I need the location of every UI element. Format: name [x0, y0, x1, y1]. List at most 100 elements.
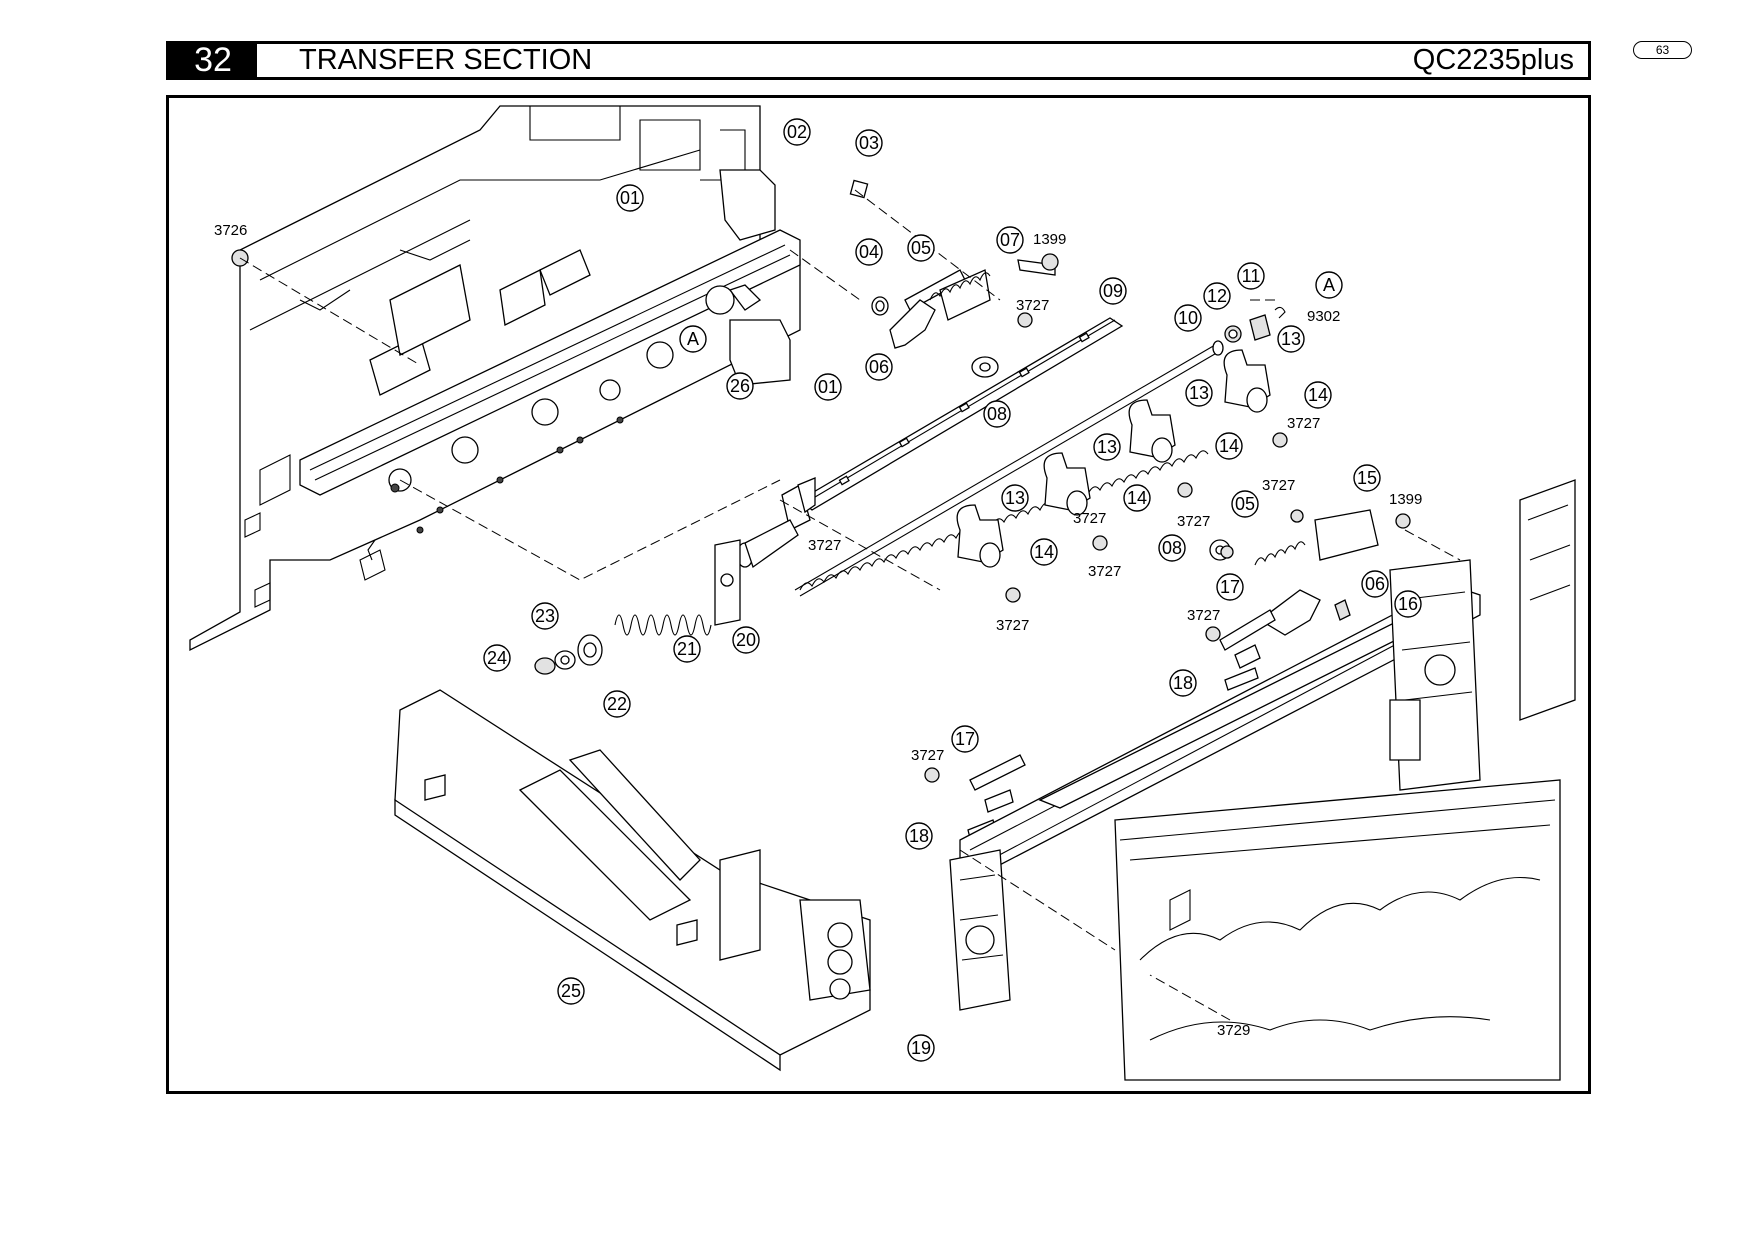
right-small-parts	[924, 509, 1411, 843]
callout-14-a	[1304, 381, 1332, 409]
callout-19-text: 19	[911, 1038, 931, 1058]
callout-14-d-text: 14	[1034, 542, 1054, 562]
callout-04	[855, 238, 883, 266]
callout-19	[907, 1034, 935, 1062]
callout-07	[996, 226, 1024, 254]
callout-a-left-text: A	[687, 329, 699, 349]
callout-13-d-text: 13	[1005, 488, 1025, 508]
callout-05-lower-text: 05	[1235, 494, 1255, 514]
callout-03	[855, 129, 883, 157]
callout-09-text: 09	[1103, 281, 1123, 301]
callout-13-b	[1185, 379, 1213, 407]
callout-06-lower-text: 06	[1365, 574, 1385, 594]
callout-17-lower	[951, 725, 979, 753]
callout-05-lower	[1231, 490, 1259, 518]
callout-13-d	[1001, 484, 1029, 512]
callout-11-text: 11	[1242, 266, 1261, 286]
screw-label-1399-top: 1399	[1033, 231, 1066, 248]
callout-08-lower-text: 08	[1162, 538, 1182, 558]
callout-14-c-text: 14	[1127, 488, 1147, 508]
screw-label-3729: 3729	[1217, 1022, 1250, 1039]
callout-22-text: 22	[607, 694, 627, 714]
callout-02	[783, 118, 811, 146]
callout-18-upper	[1169, 669, 1197, 697]
callout-08-upper-text: 08	[987, 404, 1007, 424]
rail-assembly	[949, 559, 1481, 1011]
callout-23	[531, 602, 559, 630]
callout-14-c	[1123, 484, 1151, 512]
callout-18-upper-text: 18	[1173, 673, 1193, 693]
callout-06-upper-text: 06	[869, 357, 889, 377]
screw-label-9302: 9302	[1307, 308, 1340, 325]
callout-14-b-text: 14	[1219, 436, 1239, 456]
callout-04-text: 04	[859, 242, 879, 262]
screw-label-3727-i: 3727	[911, 747, 944, 764]
screw-labels: 3726 1399 3727 9302 3727 3727 3727 3727 …	[214, 222, 1422, 1039]
cartridge-25	[394, 689, 871, 1072]
callout-01-upper	[616, 184, 644, 212]
callout-20-text: 20	[736, 630, 756, 650]
callout-26	[726, 372, 754, 400]
screw-label-3727-f: 3727	[808, 537, 841, 554]
callout-20	[732, 626, 760, 654]
callout-17-upper-text: 17	[1220, 577, 1240, 597]
callout-18-lower-text: 18	[909, 826, 929, 846]
callout-05-upper-text: 05	[911, 238, 931, 258]
callout-24	[483, 644, 511, 672]
auger-screw-10	[794, 340, 1224, 597]
callout-13-b-text: 13	[1189, 383, 1209, 403]
callout-25	[557, 977, 585, 1005]
callout-07-text: 07	[1000, 230, 1020, 250]
screw-label-3726: 3726	[214, 222, 247, 239]
screw-label-3727-c: 3727	[1177, 513, 1210, 530]
callout-12	[1203, 282, 1231, 310]
screw-label-3727-e: 3727	[996, 617, 1029, 634]
callout-15	[1353, 464, 1381, 492]
callout-14-b	[1215, 432, 1243, 460]
callout-13-c-text: 13	[1097, 437, 1117, 457]
callout-13-a	[1277, 325, 1305, 353]
callout-01-lower	[814, 373, 842, 401]
callouts: 01 01 02 03 04 05 05 06 06 07 08 08 09 1…	[483, 118, 1422, 1062]
callout-26-text: 26	[730, 376, 750, 396]
callout-01-upper-text: 01	[620, 188, 640, 208]
callout-22	[603, 690, 631, 718]
page-number: 63	[1633, 41, 1692, 59]
callout-24-text: 24	[487, 648, 507, 668]
lower-frame	[1114, 479, 1576, 1081]
callout-10	[1174, 304, 1202, 332]
callout-12-text: 12	[1207, 286, 1227, 306]
callout-16-text: 16	[1398, 594, 1418, 614]
callout-16	[1394, 590, 1422, 618]
callout-08-lower	[1158, 534, 1186, 562]
section-header: 32 TRANSFER SECTION QC2235plus	[166, 41, 1591, 80]
model-name: QC2235plus	[1412, 44, 1574, 76]
screw-label-3727-g: 3727	[1262, 477, 1295, 494]
callout-17-upper	[1216, 573, 1244, 601]
callout-18-lower	[905, 822, 933, 850]
section-title: TRANSFER SECTION	[299, 44, 593, 76]
shaft-09	[736, 317, 1124, 569]
callout-23-text: 23	[535, 606, 555, 626]
callout-a-right	[1315, 271, 1343, 299]
callout-17-lower-text: 17	[955, 729, 975, 749]
callout-13-a-text: 13	[1281, 329, 1301, 349]
callout-11	[1237, 262, 1265, 290]
callout-06-lower	[1361, 570, 1389, 598]
callout-13-c	[1093, 433, 1121, 461]
callout-14-a-text: 14	[1308, 385, 1328, 405]
screw-label-3727-a: 3727	[1016, 297, 1049, 314]
screw-label-3727-h: 3727	[1187, 607, 1220, 624]
callout-05-upper	[907, 234, 935, 262]
screw-label-3727-b: 3727	[1287, 415, 1320, 432]
callout-06-upper	[865, 353, 893, 381]
callout-14-d	[1030, 538, 1058, 566]
callout-21-text: 21	[677, 639, 697, 659]
upper-frame-assembly	[189, 105, 801, 652]
callout-25-text: 25	[561, 981, 581, 1001]
callout-15-text: 15	[1357, 468, 1377, 488]
clip-assemblies	[956, 349, 1288, 603]
callout-a-left	[679, 325, 707, 353]
callout-10-text: 10	[1178, 308, 1198, 328]
